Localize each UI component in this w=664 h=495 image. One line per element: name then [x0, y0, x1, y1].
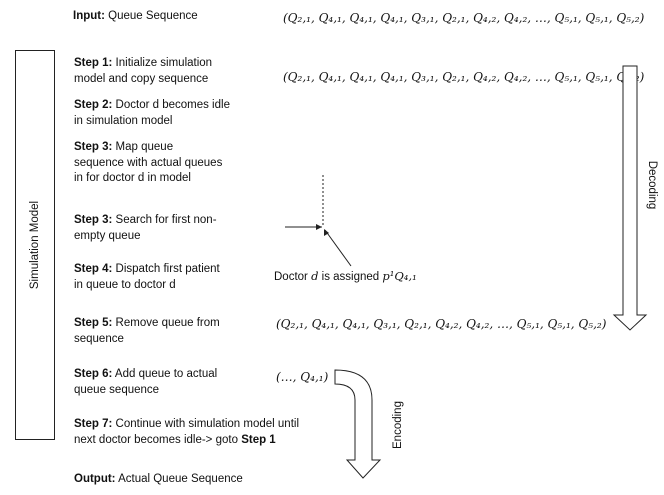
step-2: Step 2: Doctor d becomes idle in simulat… [74, 98, 234, 129]
diagonal-arrow-line [324, 229, 352, 267]
encoding-label: Encoding [392, 401, 404, 449]
step-3b-text: Search for first non-empty queue [74, 214, 217, 242]
assignment-middle: is assigned [321, 271, 380, 283]
input-line: Input: Queue Sequence [73, 8, 198, 24]
input-text: Queue Sequence [108, 10, 198, 22]
step-3a-label: Step 3: [74, 141, 113, 153]
assignment-prefix: Doctor [274, 271, 308, 283]
step-7-text: Continue with simulation model until nex… [74, 418, 300, 446]
step-1-label: Step 1: [74, 57, 113, 69]
step-2-label: Step 2: [74, 99, 113, 111]
decoding-arrow [612, 65, 648, 331]
step-6-label: Step 6: [74, 368, 113, 380]
input-sequence: (Q₂,₁, Q₄,₁, Q₄,₁, Q₄,₁, Q₃,₁, Q₂,₁, Q₄,… [283, 11, 645, 25]
step-7: Step 7: Continue with simulation model u… [74, 417, 314, 448]
step-1-sequence: (Q₂,₁, Q₄,₁, Q₄,₁, Q₄,₁, Q₃,₁, Q₂,₁, Q₄,… [283, 70, 645, 84]
step-3a-text: Map queue sequence with actual queues in… [74, 141, 223, 184]
output-line: Output: Actual Queue Sequence [74, 471, 243, 487]
diagonal-arrowhead [324, 229, 329, 236]
assignment-text: Doctor d is assigned p¹Q₄,₁ [274, 268, 417, 285]
step-3b: Step 3: Search for first non-empty queue [74, 213, 234, 244]
step-4: Step 4: Dispatch first patient in queue … [74, 262, 224, 293]
step-6: Step 6: Add queue to actual queue sequen… [74, 367, 234, 398]
step-5-sequence: (Q₂,₁, Q₄,₁, Q₄,₁, Q₃,₁, Q₂,₁, Q₄,₂, Q₄,… [276, 317, 607, 331]
step-5-label: Step 5: [74, 317, 113, 329]
step-2-text: Doctor d becomes idle in simulation mode… [74, 99, 230, 127]
step-6-sequence: (…, Q₄,₁) [276, 370, 329, 384]
output-label: Output: [74, 473, 116, 485]
step-5-text: Remove queue from sequence [74, 317, 220, 345]
step-4-text: Dispatch first patient in queue to docto… [74, 263, 220, 291]
output-text: Actual Queue Sequence [118, 473, 243, 485]
simulation-model-box [15, 50, 55, 440]
encoding-arrow [334, 369, 382, 479]
step-7-suffix: Step 1 [241, 433, 276, 446]
step-1: Step 1: Initialize simulation model and … [74, 56, 234, 87]
step-5: Step 5: Remove queue from sequence [74, 316, 234, 347]
step-3a: Step 3: Map queue sequence with actual q… [74, 140, 224, 187]
decoding-label: Decoding [646, 160, 658, 210]
step-4-label: Step 4: [74, 263, 113, 275]
step-1-text: Initialize simulation model and copy seq… [74, 57, 213, 85]
assignment-var: d [311, 269, 319, 283]
input-label: Input: [73, 10, 105, 22]
assignment-expr: p¹Q₄,₁ [382, 269, 417, 283]
step-7-label: Step 7: [74, 418, 113, 430]
step-6-text: Add queue to actual queue sequence [74, 368, 218, 396]
pointer-arrowhead [316, 224, 322, 230]
step-3b-label: Step 3: [74, 214, 113, 226]
